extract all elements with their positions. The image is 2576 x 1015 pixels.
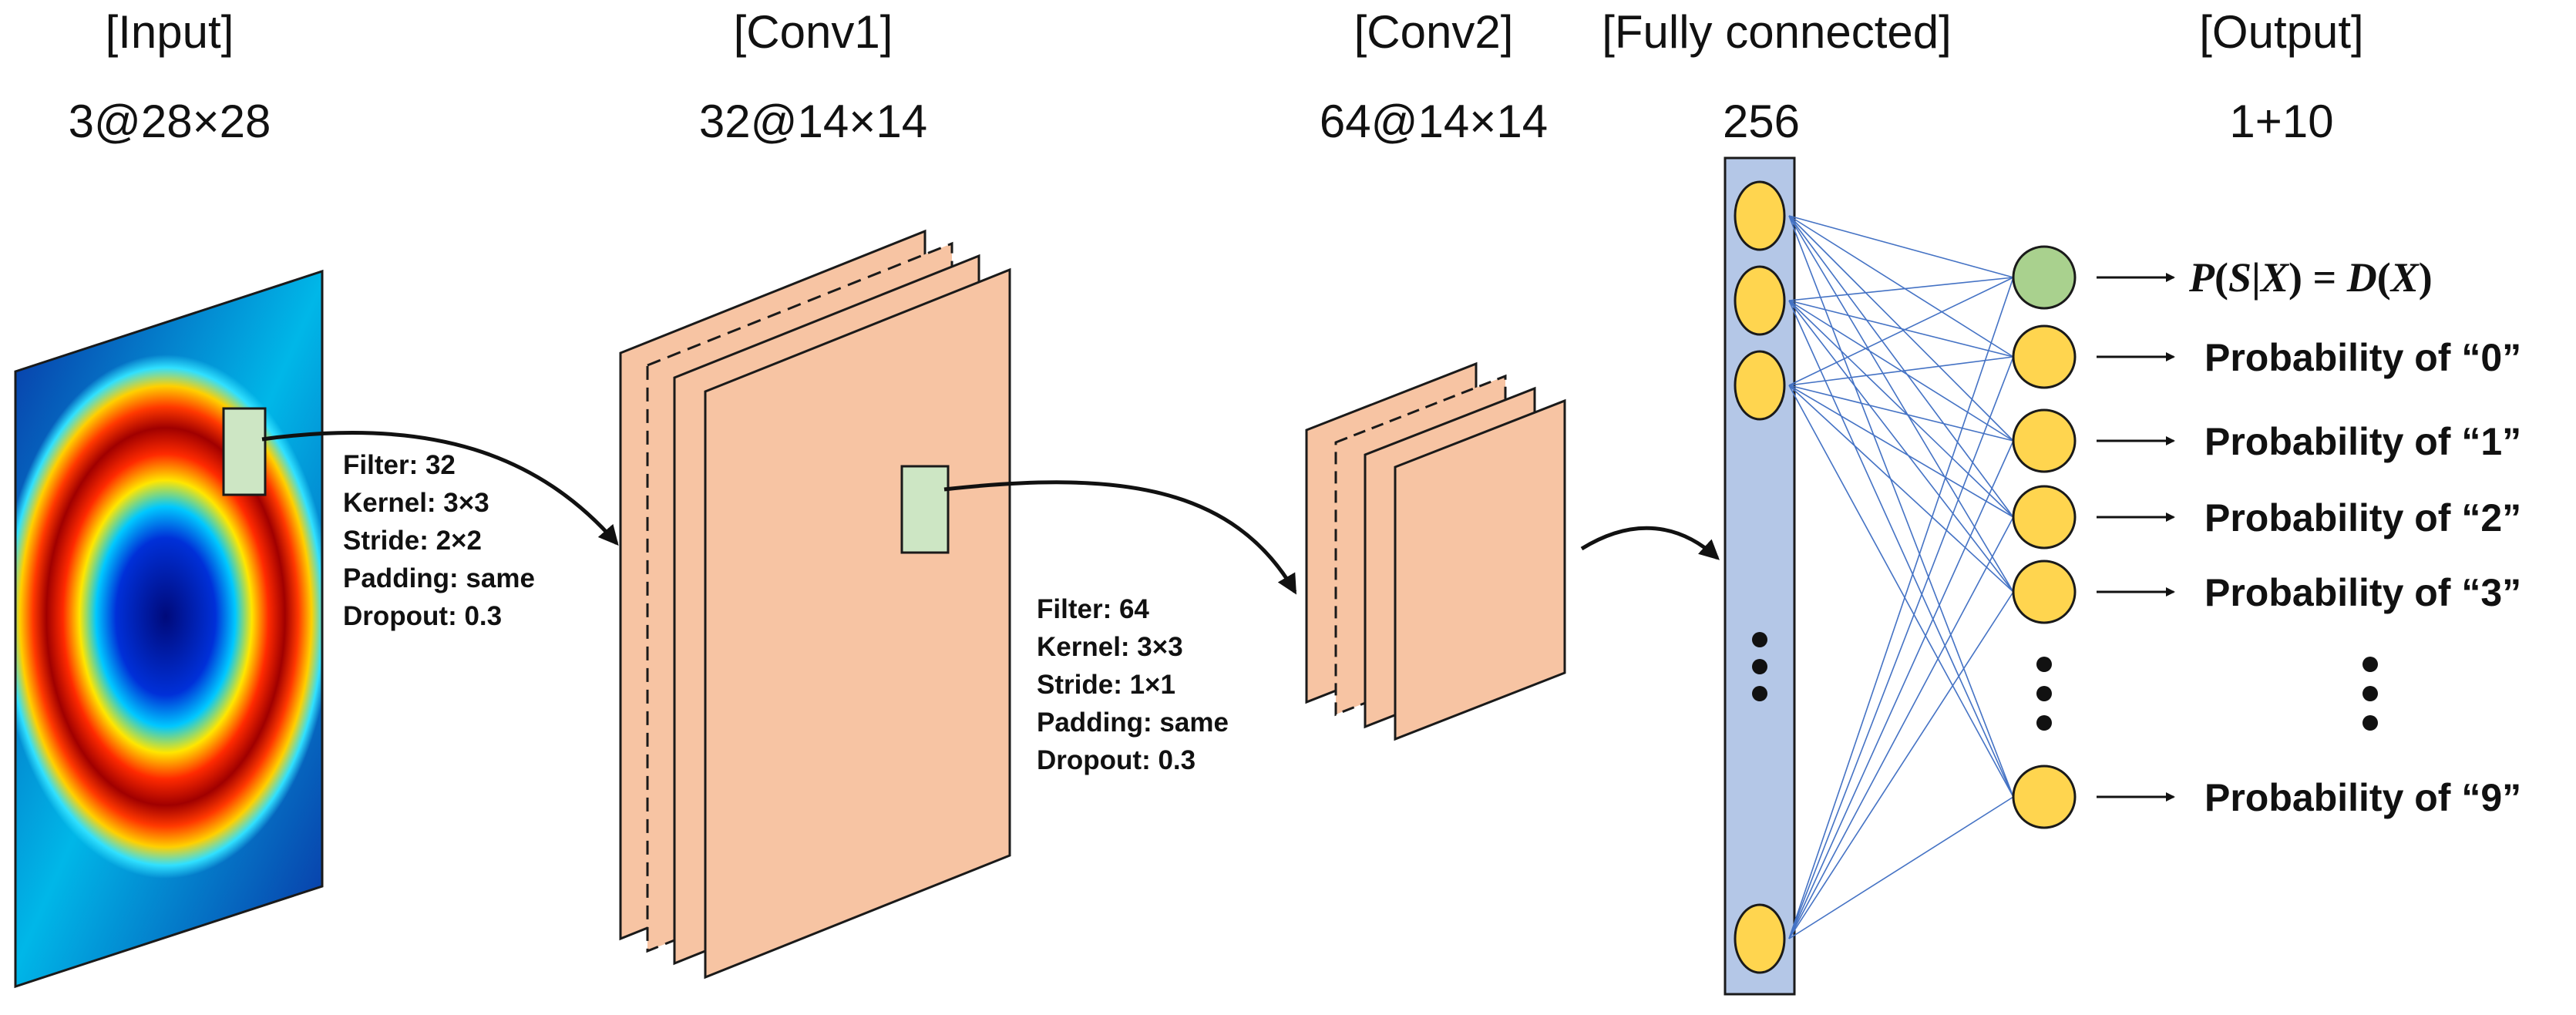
- conv2-feature-maps: [1305, 361, 1566, 741]
- connection-line: [1788, 385, 2014, 442]
- conv1-parameters: Filter: 32 Kernel: 3×3 Stride: 2×2 Paddi…: [343, 450, 535, 631]
- conv1-param-filter: Filter: 32: [343, 450, 456, 480]
- fc-vertical-ellipsis-icon: [1752, 632, 1767, 701]
- fc-layer-dims: 256: [1723, 96, 1800, 147]
- discriminator-output-neuron: [2012, 245, 2077, 310]
- fc-neuron: [1734, 350, 1786, 421]
- connection-line: [1788, 591, 2014, 939]
- connection-line: [1788, 277, 2014, 301]
- conv1-param-padding: Padding: same: [343, 563, 535, 593]
- output-label-9: Probability of “9”: [2204, 776, 2521, 819]
- output-layer-dims: 1+10: [2229, 96, 2333, 147]
- fc-output-connections: [1788, 215, 2014, 939]
- output-neurons: [2012, 245, 2077, 829]
- connection-line: [1788, 215, 2014, 518]
- connection-line: [1788, 385, 2014, 518]
- conv1-to-conv2-arrow: [943, 480, 1297, 595]
- class-output-neuron: [2012, 324, 2077, 389]
- output-label-0: Probability of “0”: [2204, 336, 2521, 379]
- conv1-feature-maps: [619, 229, 1011, 980]
- class-output-neuron: [2012, 765, 2077, 829]
- class-output-neuron: [2012, 560, 2077, 624]
- conv1-layer-title: [Conv1]: [734, 6, 893, 58]
- conv1-param-kernel: Kernel: 3×3: [343, 488, 489, 518]
- discriminator-formula: P(S|X) = D(X): [2188, 254, 2433, 301]
- conv2-layer-title: [Conv2]: [1354, 6, 1514, 58]
- conv2-parameters: Filter: 64 Kernel: 3×3 Stride: 1×1 Paddi…: [1037, 594, 1229, 775]
- connection-line: [1788, 440, 2014, 939]
- connection-line: [1788, 277, 2014, 939]
- conv2-param-kernel: Kernel: 3×3: [1037, 632, 1183, 662]
- connection-line: [1788, 215, 2014, 278]
- input-heatmap-image: [14, 269, 324, 989]
- conv1-param-stride: Stride: 2×2: [343, 526, 482, 556]
- conv1-layer-dims: 32@14×14: [699, 96, 927, 147]
- connection-line: [1788, 300, 2014, 798]
- conv2-param-stride: Stride: 1×1: [1037, 670, 1175, 700]
- connection-line: [1788, 215, 2014, 358]
- output-labels: P(S|X) = D(X) Probability of “0” Probabi…: [2188, 254, 2521, 819]
- label-vertical-ellipsis-icon: [2362, 657, 2378, 731]
- connection-line: [1788, 356, 2014, 386]
- output-label-3: Probability of “3”: [2204, 571, 2521, 614]
- output-layer-title: [Output]: [2199, 6, 2363, 58]
- conv2-param-padding: Padding: same: [1037, 707, 1229, 738]
- input-filter-patch: [222, 407, 267, 496]
- connection-line: [1788, 796, 2014, 939]
- output-label-1: Probability of “1”: [2204, 420, 2521, 463]
- connection-line: [1788, 356, 2014, 939]
- fc-neuron: [1734, 265, 1786, 336]
- connection-line: [1788, 277, 2014, 386]
- conv2-layer-dims: 64@14×14: [1320, 96, 1548, 147]
- layer-headers: [Input] 3@28×28 [Conv1] 32@14×14 [Conv2]…: [69, 6, 2364, 147]
- connection-line: [1788, 300, 2014, 358]
- conv2-param-dropout: Dropout: 0.3: [1037, 745, 1196, 775]
- conv1-filter-patch: [900, 465, 950, 554]
- connection-line: [1788, 300, 2014, 593]
- conv2-to-fc-arrow: [1580, 526, 1720, 560]
- connection-line: [1788, 385, 2014, 593]
- conv2-param-filter: Filter: 64: [1037, 594, 1149, 624]
- connection-line: [1788, 215, 2014, 593]
- connection-line: [1788, 516, 2014, 939]
- connection-line: [1788, 300, 2014, 518]
- conv1-feature-map: [704, 267, 1011, 980]
- output-vertical-ellipsis-icon: [2036, 657, 2052, 731]
- input-layer-title: [Input]: [106, 6, 234, 58]
- fc-layer-title: [Fully connected]: [1602, 6, 1952, 58]
- fc-neurons: [1734, 180, 1786, 974]
- fc-neuron: [1734, 180, 1786, 251]
- output-label-2: Probability of “2”: [2204, 496, 2521, 539]
- input-layer-dims: 3@28×28: [69, 96, 271, 147]
- class-output-neuron: [2012, 485, 2077, 550]
- input-to-conv1-arrow: [261, 431, 619, 546]
- fc-neuron: [1734, 903, 1786, 974]
- connection-line: [1788, 215, 2014, 798]
- connection-line: [1788, 385, 2014, 798]
- output-arrows: [2097, 273, 2175, 802]
- class-output-neuron: [2012, 408, 2077, 473]
- conv2-feature-map: [1394, 398, 1566, 741]
- conv1-param-dropout: Dropout: 0.3: [343, 601, 502, 631]
